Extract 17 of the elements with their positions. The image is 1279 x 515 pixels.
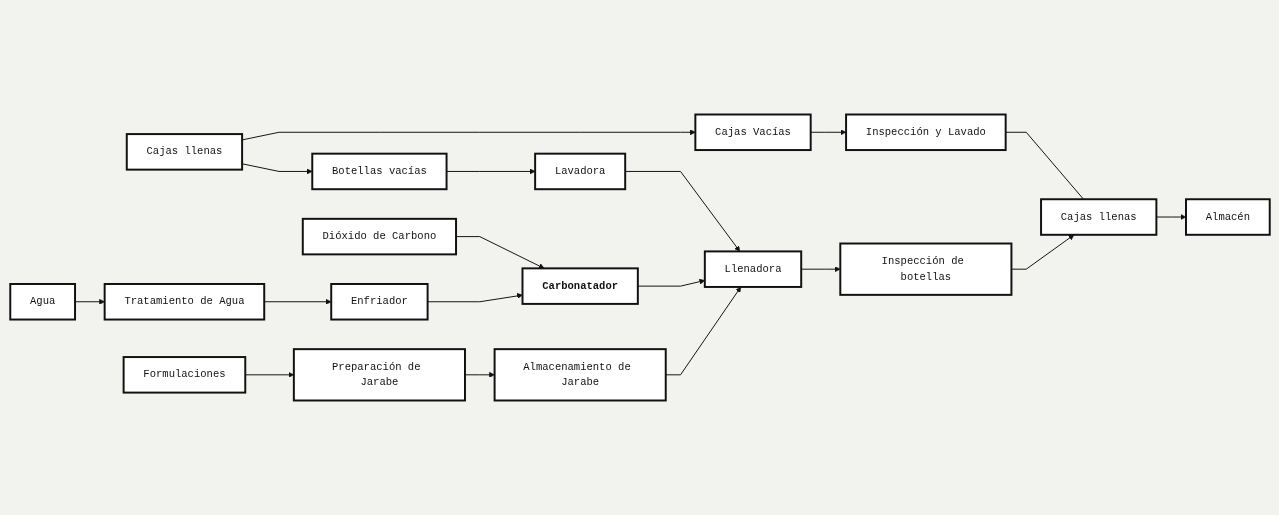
node-box: Almacén bbox=[1184, 198, 1271, 236]
node-box: Botellas vacías bbox=[310, 152, 448, 191]
node-box: Almacenamiento de Jarabe bbox=[493, 348, 667, 402]
node-box: Cajas Vacías bbox=[693, 113, 812, 152]
node-box: Cajas llenas bbox=[1039, 198, 1157, 236]
node-box: Tratamiento de Agua bbox=[103, 283, 265, 321]
node-box: Dióxido de Carbono bbox=[301, 217, 457, 256]
node-box: Preparación de Jarabe bbox=[292, 348, 466, 402]
node-box: Carbonatador bbox=[521, 267, 639, 305]
node-box: Inspección de botellas bbox=[838, 242, 1012, 296]
node-box: Inspección y Lavado bbox=[844, 113, 1007, 152]
node-box: Llenadora bbox=[703, 250, 802, 288]
node-box: Agua bbox=[8, 283, 76, 321]
node-box: Cajas llenas bbox=[125, 133, 243, 171]
node-box: Formulaciones bbox=[122, 356, 246, 394]
node-box: Enfriador bbox=[329, 283, 429, 321]
node-box: Lavadora bbox=[533, 152, 626, 191]
